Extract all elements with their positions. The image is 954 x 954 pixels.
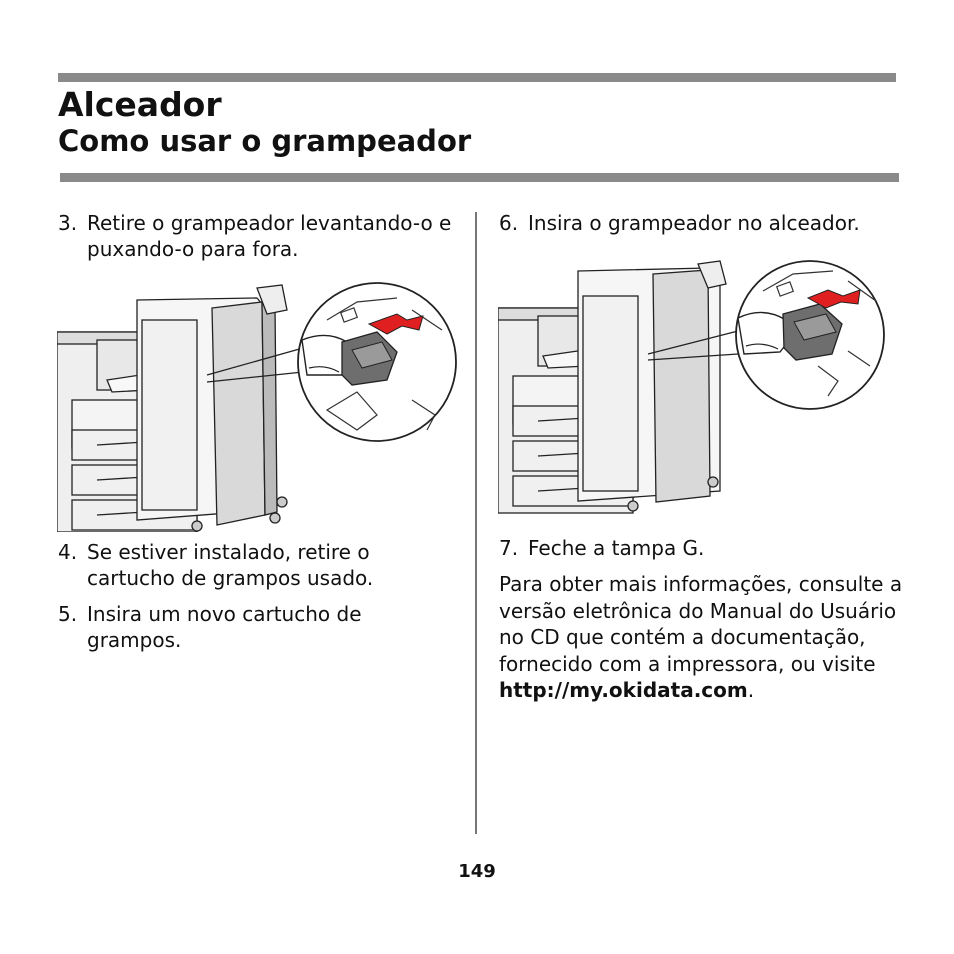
step-number: 4. [58,540,78,564]
top-rule [58,73,896,82]
insert-stapler-illustration [498,260,885,514]
step-5: 5. Insira um novo cartucho de grampos. [58,601,458,653]
info-text: Para obter mais informações, consulte a … [499,572,903,676]
step-7: 7. Feche a tampa G. [499,535,899,561]
step-4: 4. Se estiver instalado, retire o cartuc… [58,539,458,591]
step-number: 6. [499,211,519,235]
step-text: Insira um novo cartucho de grampos. [87,602,362,652]
remove-stapler-illustration [57,282,457,532]
step-number: 5. [58,602,78,626]
section-title: Como usar o grampeador [58,124,472,158]
step-3: 3. Retire o grampeador levantando-o e pu… [58,210,458,262]
header-rule [60,173,899,182]
step-number: 3. [58,211,78,235]
step-number: 7. [499,536,519,560]
step-text: Se estiver instalado, retire o cartucho … [87,540,374,590]
column-divider [475,212,477,834]
chapter-title: Alceador [58,85,222,124]
step-text: Feche a tampa G. [528,536,705,560]
okidata-link[interactable]: http://my.okidata.com [499,678,748,702]
page-number: 149 [458,861,496,882]
info-end: . [747,678,755,702]
more-info-paragraph: Para obter mais informações, consulte a … [499,571,909,704]
step-text: Insira o grampeador no alceador. [528,211,860,235]
step-text: Retire o grampeador levantando-o e puxan… [87,211,452,261]
step-6: 6. Insira o grampeador no alceador. [499,210,919,236]
